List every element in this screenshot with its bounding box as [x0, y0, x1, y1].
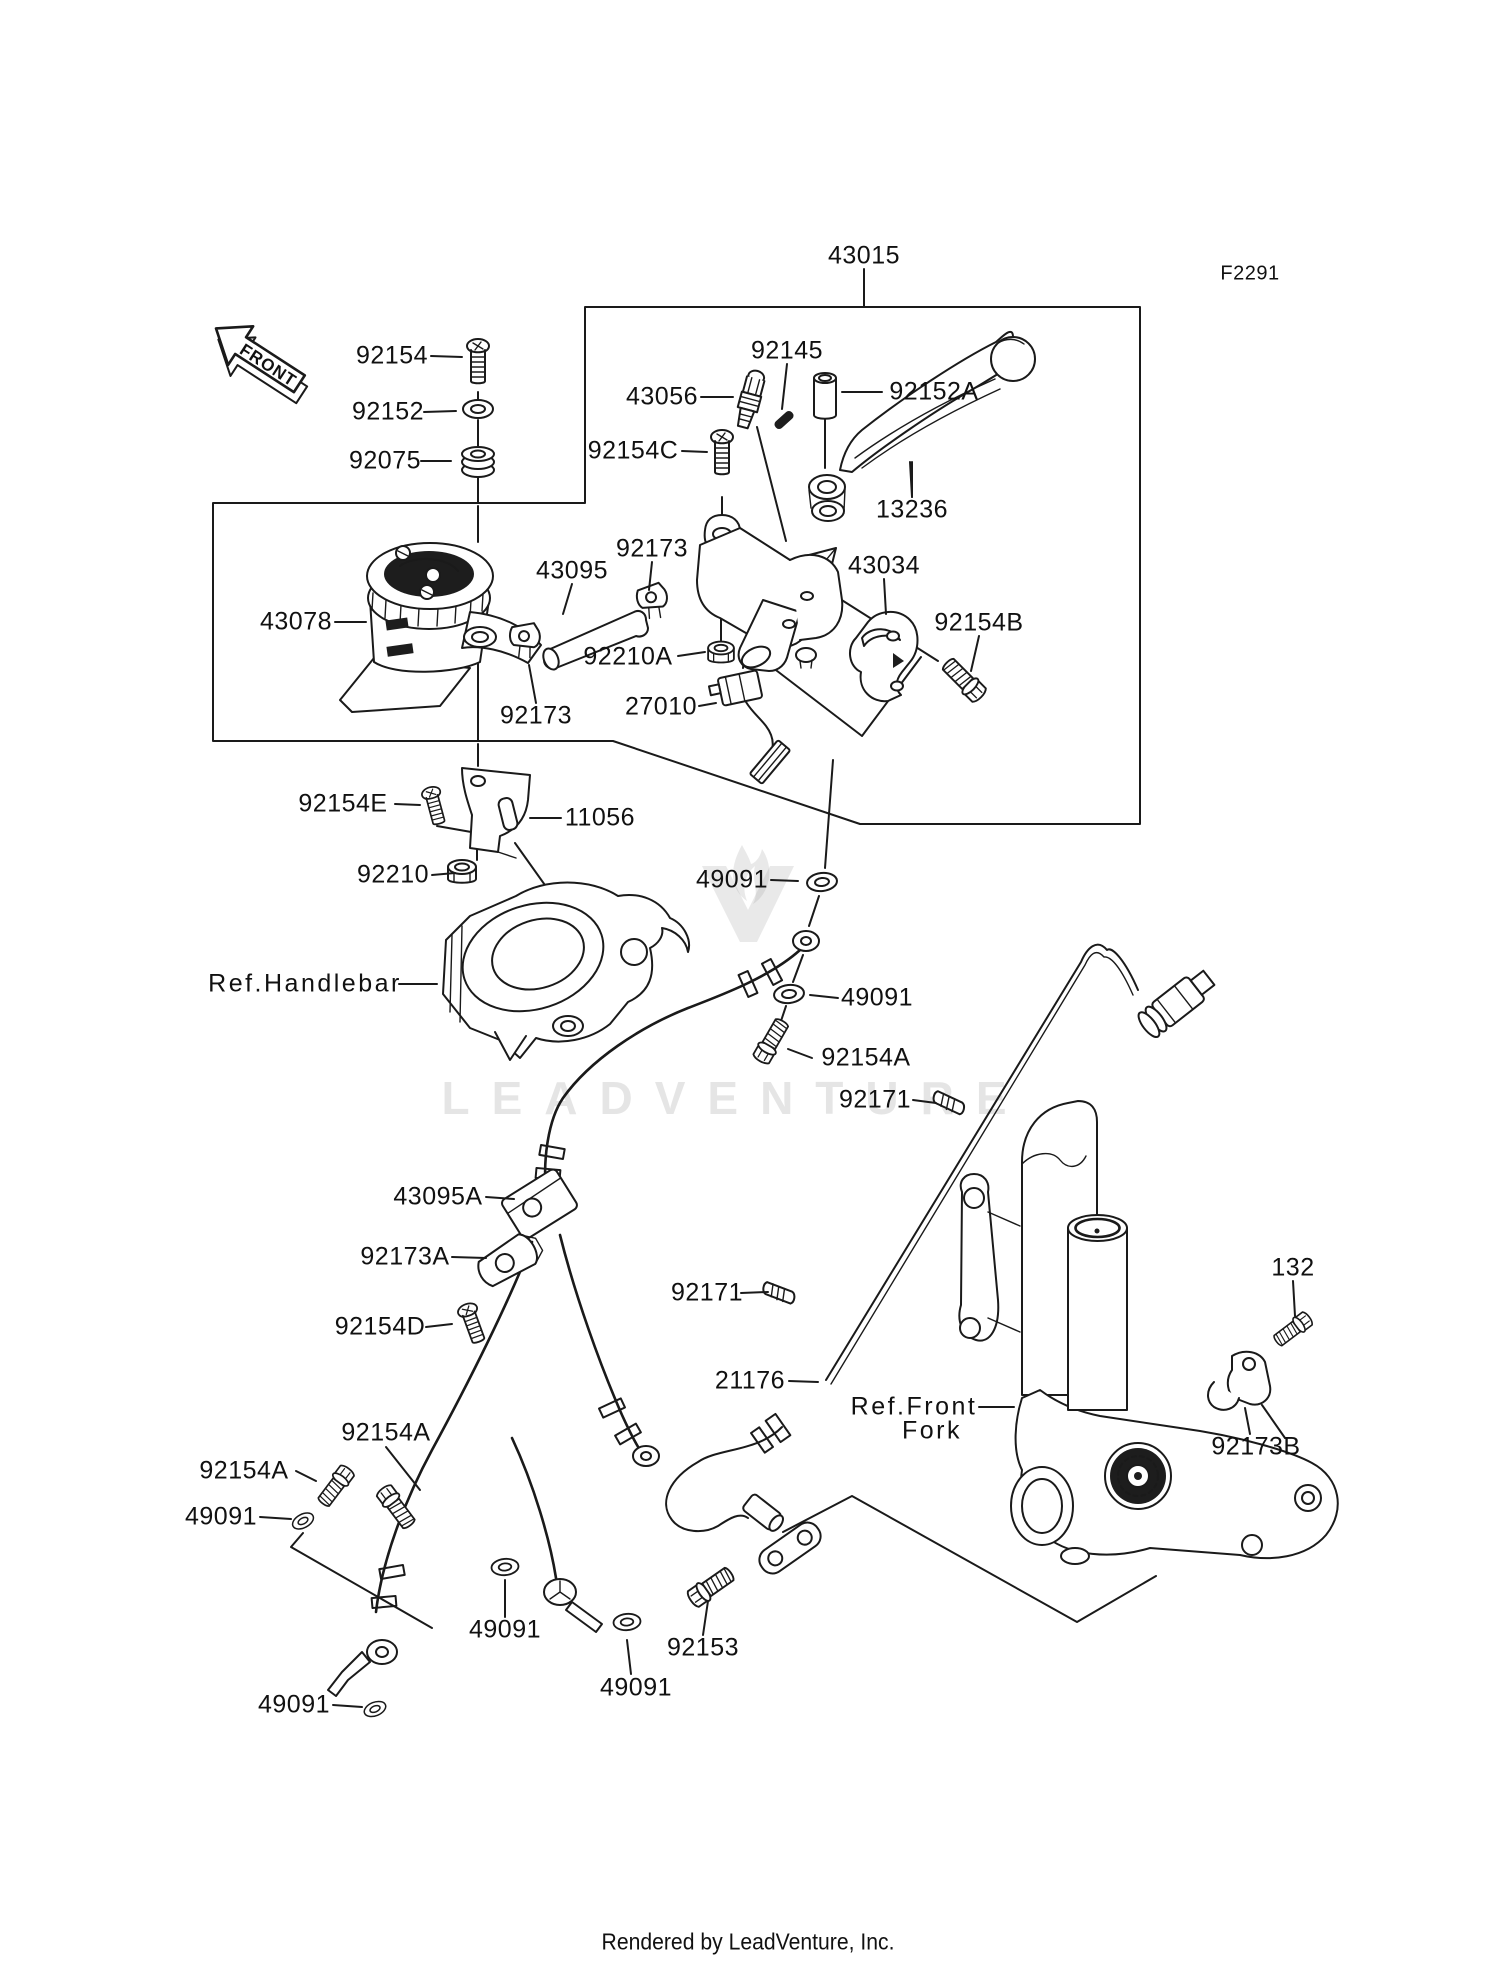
leader-line-13236 [909, 461, 913, 498]
part-label-11056: 11056 [564, 803, 636, 832]
part-label-132: 132 [1271, 1253, 1315, 1282]
leader-line-43095A [485, 1196, 515, 1200]
leader-line-92154D [425, 1323, 453, 1328]
part-label-92154A-3: 92154A [341, 1418, 431, 1447]
leader-line-49091-6 [626, 1639, 632, 1675]
leader-line-92154A-1 [787, 1048, 813, 1059]
leader-line-49091-1 [770, 879, 799, 882]
leader-line-92154C [681, 450, 708, 453]
part-label-13236: 13236 [875, 495, 949, 524]
part-label-ref-front: Ref.Front [850, 1392, 978, 1421]
part-label-92153: 92153 [666, 1633, 740, 1662]
part-label-92154D: 92154D [334, 1312, 426, 1341]
bracket-11056-drawing [461, 767, 531, 859]
part-label-F2291: F2291 [1220, 262, 1280, 285]
brake-hose-drawing [327, 930, 820, 1697]
footer-credit: Rendered by LeadVenture, Inc. [601, 1928, 895, 1955]
part-label-49091-1: 49091 [695, 865, 769, 894]
leader-line-92171-2 [740, 1291, 769, 1294]
leader-line-132 [1292, 1280, 1296, 1317]
part-label-43056: 43056 [625, 382, 699, 411]
front-arrow: FRONT [214, 325, 309, 405]
assembly-box [212, 306, 1141, 825]
part-label-43034: 43034 [847, 551, 921, 580]
leader-line-92154A-2 [295, 1470, 317, 1482]
leader-line-43095 [562, 583, 573, 615]
leader-line-92210A [677, 651, 706, 657]
part-label-43078: 43078 [259, 607, 333, 636]
leader-line-92173-2 [528, 664, 537, 704]
abs-sensor-drawing [665, 943, 1216, 1575]
leader-line-92152 [423, 410, 457, 413]
leader-line-43034 [883, 578, 887, 615]
part-label-92154B: 92154B [934, 608, 1024, 637]
brake-lever-drawing [808, 330, 1036, 522]
part-label-92152: 92152 [351, 397, 425, 426]
part-label-92145: 92145 [750, 336, 824, 365]
leader-line-92171-1 [912, 1099, 937, 1104]
part-label-ref-handlebar: Ref.Handlebar [208, 969, 402, 998]
part-label-92171-1: 92171 [838, 1085, 912, 1114]
clamp-43034-drawing [849, 611, 919, 703]
leader-line-49091-5 [332, 1704, 363, 1708]
leader-line-92154B [970, 635, 980, 672]
leader-line-92154 [430, 355, 463, 358]
handlebar-clamp-drawing [442, 881, 690, 1061]
leader-line-49091-2 [809, 994, 839, 999]
leader-line-92153 [702, 1600, 709, 1636]
pointer-lines [290, 426, 1286, 1629]
part-label-43095A: 43095A [393, 1182, 483, 1211]
reservoir-drawing [339, 542, 649, 713]
part-label-92173-1: 92173 [615, 534, 689, 563]
part-label-92154A-1: 92154A [821, 1043, 911, 1072]
part-label-92154C: 92154C [587, 436, 679, 465]
part-label-92173-2: 92173 [499, 701, 573, 730]
leader-line-92173A [451, 1256, 487, 1259]
part-label-21176: 21176 [714, 1366, 786, 1395]
part-label-92173B: 92173B [1211, 1432, 1301, 1461]
part-label-49091-5: 49091 [257, 1690, 331, 1719]
part-label-92154: 92154 [355, 341, 429, 370]
leader-line-27010 [698, 702, 717, 707]
part-label-92154A-2: 92154A [199, 1456, 289, 1485]
leader-line-92173B [1244, 1407, 1251, 1435]
leader-line-92210 [431, 872, 456, 876]
leader-line-92154E [394, 803, 421, 806]
part-label-49091-2: 49091 [840, 983, 914, 1012]
part-label-92154E: 92154E [298, 789, 388, 818]
part-label-ref-fork: Fork [902, 1416, 962, 1445]
part-label-49091-6: 49091 [599, 1673, 673, 1702]
part-label-92210: 92210 [356, 860, 430, 889]
leader-line-92173-1 [648, 561, 653, 591]
part-label-92171-2: 92171 [670, 1278, 744, 1307]
part-label-27010: 27010 [624, 692, 698, 721]
fastener-drawings [289, 338, 1316, 1721]
part-label-92210A: 92210A [583, 642, 673, 671]
brake-switch-drawing [707, 669, 791, 785]
leader-lines [259, 268, 1296, 1708]
part-label-43095: 43095 [535, 556, 609, 585]
leader-line-21176 [788, 1380, 819, 1383]
front-fork-drawing [958, 1100, 1339, 1565]
part-label-92075: 92075 [348, 446, 422, 475]
watermark-logo-icon [702, 845, 794, 942]
leadventure-watermark: LEADVENTURE [441, 1072, 1029, 1124]
part-label-49091-4: 49091 [468, 1615, 542, 1644]
master-cylinder-drawing [696, 514, 844, 672]
part-label-92152A: 92152A [889, 377, 979, 406]
leader-line-92154A-3 [385, 1446, 421, 1491]
leader-line-92145 [781, 363, 788, 410]
leader-line-49091-3 [259, 1516, 292, 1520]
part-label-92173A: 92173A [360, 1242, 450, 1271]
part-label-43015: 43015 [827, 241, 901, 270]
part-label-49091-3: 49091 [184, 1502, 258, 1531]
